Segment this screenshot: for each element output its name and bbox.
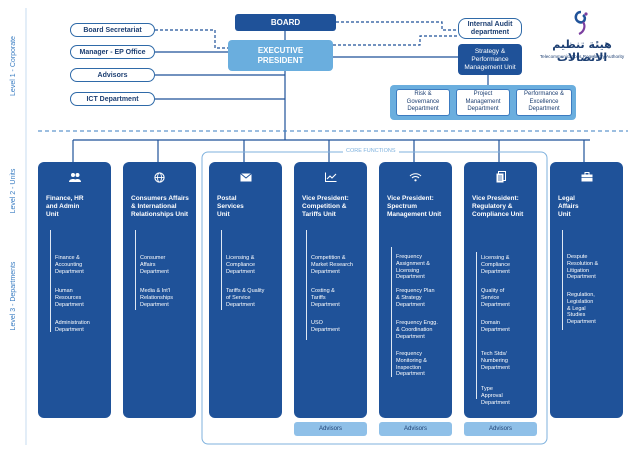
unit-regulatory-compliance[interactable]: Vice President: Regulatory & Compliance … — [464, 162, 537, 418]
dept-administration[interactable]: Administration Department — [55, 320, 90, 333]
envelope-icon — [209, 170, 282, 184]
unit-title: Finance, HR and Admin Unit — [46, 195, 84, 218]
ict-department-box[interactable]: ICT Department — [70, 92, 155, 106]
dept-media-relationships[interactable]: Media & Int'l Relationships Department — [140, 288, 174, 308]
risk-governance-department[interactable]: Risk & Governance Department — [396, 89, 450, 116]
performance-excellence-department[interactable]: Performance & Excellence Department — [516, 89, 572, 116]
executive-president-box[interactable]: EXECUTIVE PRESIDENT — [228, 40, 333, 71]
level-2-label: Level 2 - Units — [9, 168, 17, 214]
wifi-icon — [379, 170, 452, 184]
strategy-unit-box[interactable]: Strategy & Performance Management Unit — [458, 44, 522, 75]
advisors-spectrum[interactable]: Advisors — [379, 422, 452, 436]
advisors-regulatory[interactable]: Advisors — [464, 422, 537, 436]
manager-ep-office-box[interactable]: Manager - EP Office — [70, 45, 155, 59]
document-icon — [464, 170, 537, 184]
dept-frequency-plan[interactable]: Frequency Plan & Strategy Department — [396, 288, 435, 308]
core-functions-label: CORE FUNCTIONS — [343, 148, 399, 154]
dept-frequency-monitoring[interactable]: Frequency Monitoring & Inspection Depart… — [396, 351, 427, 378]
unit-postal-services[interactable]: Postal Services Unit Licensing & Complia… — [209, 162, 282, 418]
dept-finance-accounting[interactable]: Finance & Accounting Department — [55, 255, 84, 275]
dept-licensing-compliance[interactable]: Licensing & Compliance Department — [226, 255, 256, 275]
dept-quality-of-service[interactable]: Quality of Service Department — [481, 288, 510, 308]
dept-frequency-engineering[interactable]: Frequency Engg. & Coordination Departmen… — [396, 320, 438, 340]
dept-tariffs-quality[interactable]: Tariffs & Quality of Service Department — [226, 288, 265, 308]
unit-legal-affairs[interactable]: Legal Affairs Unit Despute Resolution & … — [550, 162, 623, 418]
logo-english-text: Telecommunications Regulatory Authority — [539, 54, 625, 59]
globe-icon — [123, 170, 196, 184]
dept-frequency-assignment[interactable]: Frequency Assignment & Licensing Departm… — [396, 254, 430, 281]
dept-uso[interactable]: USO Department — [311, 320, 340, 333]
strategy-departments-group: Risk & Governance Department Project Man… — [390, 85, 576, 120]
unit-spectrum-management[interactable]: Vice President: Spectrum Management Unit… — [379, 162, 452, 418]
dept-competition-market-research[interactable]: Competition & Market Research Department — [311, 255, 353, 275]
unit-title: Postal Services Unit — [217, 195, 244, 218]
board-box[interactable]: BOARD — [235, 14, 336, 31]
unit-title: Vice President: Competition & Tariffs Un… — [302, 195, 349, 218]
dept-licensing-compliance-reg[interactable]: Licensing & Compliance Department — [481, 255, 511, 275]
unit-title: Vice President: Regulatory & Compliance … — [472, 195, 524, 218]
dept-tech-standards-numbering[interactable]: Tech Stds/ Numbering Department — [481, 351, 510, 371]
dept-consumer-affairs[interactable]: Consumer Affairs Department — [140, 255, 169, 275]
unit-finance-hr-admin[interactable]: Finance, HR and Admin Unit Finance & Acc… — [38, 162, 111, 418]
unit-consumers-international[interactable]: Consumers Affairs & International Relati… — [123, 162, 196, 418]
dept-domain[interactable]: Domain Department — [481, 320, 510, 333]
dept-dispute-resolution[interactable]: Despute Resolution & Litigation Departme… — [567, 254, 599, 281]
unit-competition-tariffs[interactable]: Vice President: Competition & Tariffs Un… — [294, 162, 367, 418]
logo-arabic-text: هيئة تنظيم الاتصالات — [552, 38, 612, 64]
unit-title: Consumers Affairs & International Relati… — [131, 195, 189, 218]
level-3-label: Level 3 - Departments — [9, 261, 17, 331]
dept-human-resources[interactable]: Human Resources Department — [55, 288, 84, 308]
advisors-competition[interactable]: Advisors — [294, 422, 367, 436]
logo-mark-icon — [574, 10, 588, 36]
unit-title: Legal Affairs Unit — [558, 195, 579, 218]
level-1-label: Level 1 - Corporate — [9, 36, 17, 96]
project-management-department[interactable]: Project Management Department — [456, 89, 510, 116]
unit-title: Vice President: Spectrum Management Unit — [387, 195, 442, 218]
dept-costing-tariffs[interactable]: Costing & Tariffs Department — [311, 288, 340, 308]
advisors-office-box[interactable]: Advisors — [70, 68, 155, 82]
board-secretariat-box[interactable]: Board Secretariat — [70, 23, 155, 37]
internal-audit-box[interactable]: Internal Audit department — [458, 18, 522, 39]
briefcase-icon — [550, 170, 623, 184]
chart-icon — [294, 170, 367, 184]
tra-logo: هيئة تنظيم الاتصالات Telecommunications … — [532, 10, 632, 64]
dept-regulation-legislation[interactable]: Regulation, Legislation & Legal Studies … — [567, 292, 596, 326]
dept-type-approval[interactable]: Type Approval Department — [481, 386, 510, 406]
people-icon — [38, 170, 111, 184]
